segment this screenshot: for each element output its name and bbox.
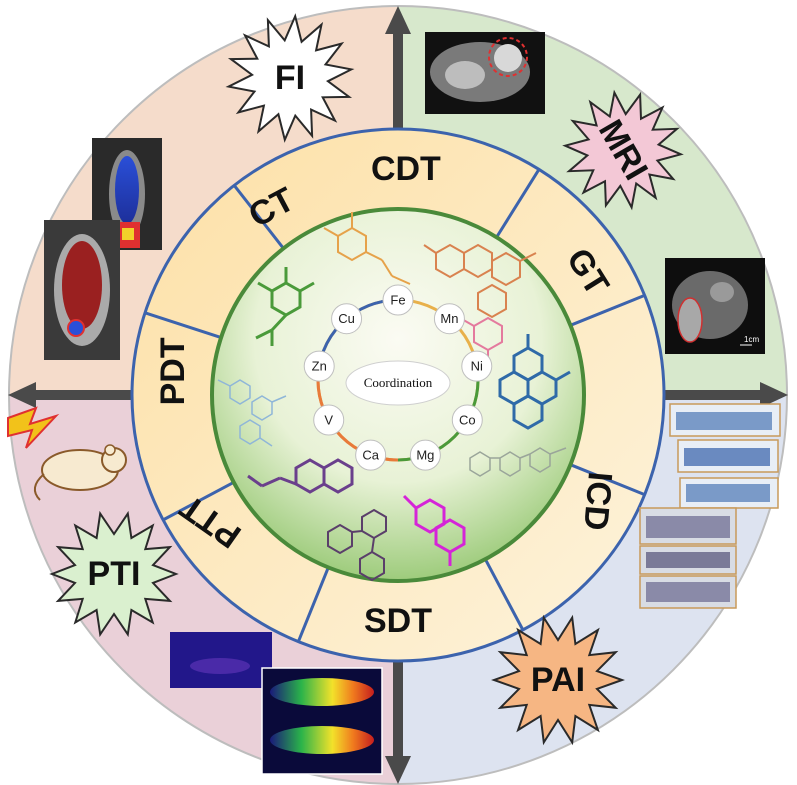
metal-label: Co [459,413,476,428]
ring-divider [569,293,646,327]
imaging-stars: FI MRI PAI PTI [49,13,684,746]
mri-image-right: 1cm [665,258,765,354]
pti-images [170,632,383,775]
metal-node-co: Co [451,404,483,436]
mouse-illustration [7,406,127,501]
therapy-label-cdt: CDT [371,150,441,188]
therapy-label-icd: ICD [576,470,619,532]
pa-images [639,403,781,609]
fi-images [44,138,162,360]
molecule-magenta [402,494,466,566]
star-shape [225,13,355,143]
therapy-label-sdt: SDT [364,602,432,640]
ring-divider [233,184,285,250]
ring-divider [296,566,330,643]
star-shape [491,614,625,746]
ring-divider [569,463,646,497]
molecule-darkpurple [327,508,387,582]
molecule-green [255,267,315,346]
metal-node-ca: Ca [355,439,387,471]
star-shape [562,89,684,211]
coordination-label: Coordination [364,375,433,390]
metal-node-mg: Mg [409,439,441,471]
metal-label: Zn [312,359,327,374]
imaging-label-fi: FI [275,59,305,97]
coordination-center [345,360,451,406]
ring-divider [144,311,222,339]
metal-label: Mg [416,448,434,463]
imaging-star-pai: PAI [491,614,625,746]
imaging-star-mri: MRI [562,89,684,211]
metal-node-mn: Mn [433,303,465,335]
therapy-label-pdt: PDT [154,337,192,405]
imaging-label-pai: PAI [531,661,585,699]
molecule-lightblue [217,379,287,447]
molecule-brown [423,243,537,319]
metal-node-v: V [313,404,345,436]
molecule-orange [323,212,411,285]
ring-divider [162,480,235,522]
ring-divider [495,168,541,239]
molecule-purple [247,458,354,494]
imaging-star-fi: FI [225,13,355,143]
star-shape [49,510,179,638]
metal-label: V [324,413,333,428]
ring-divider [483,558,525,631]
scale-bar-label: 1cm [744,335,759,344]
metal-label: Fe [390,293,405,308]
molecule-blue [498,334,571,430]
mri-image-top [425,32,545,114]
molecule-gray [469,447,567,477]
ring-dividers [144,168,646,643]
metal-label: Ni [471,359,483,374]
metal-node-ni: Ni [461,350,493,382]
lightning-icon [7,406,60,449]
metal-node-zn: Zn [303,350,335,382]
metal-label: Mn [440,311,458,326]
metal-node-fe: Fe [382,284,414,316]
imaging-star-pti: PTI [49,510,179,638]
imaging-label-pti: PTI [88,555,141,593]
metal-node-cu: Cu [331,303,363,335]
metal-label: Cu [338,311,355,326]
metal-label: Ca [362,448,379,463]
